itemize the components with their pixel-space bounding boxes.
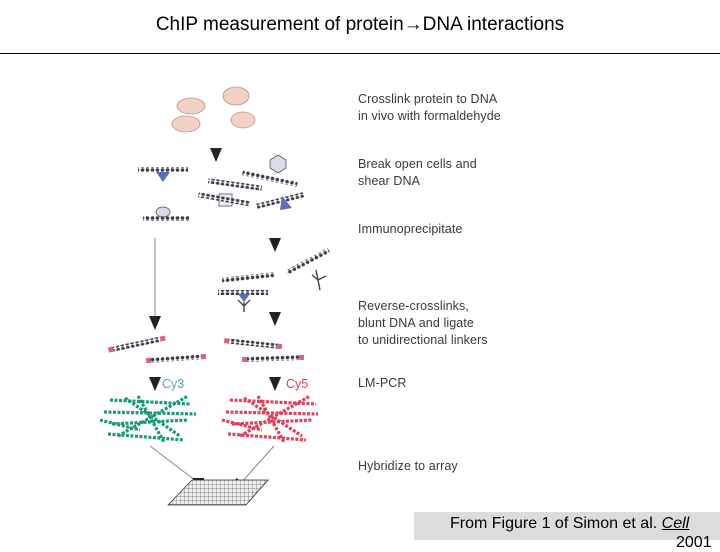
protein-blobs	[171, 86, 256, 133]
page-title: ChIP measurement of protein→DNA interact…	[155, 14, 565, 35]
citation-box: From Figure 1 of Simon et al. Cell 2001	[414, 512, 720, 551]
cy5-label: Cy5	[286, 377, 308, 391]
citation-text: From Figure 1 of Simon et al. Cell	[450, 515, 689, 533]
step-shear: Break open cells and shear DNA	[358, 157, 477, 188]
step-crosslink: Crosslink protein to DNA in vivo with fo…	[358, 92, 501, 123]
linker-ligation	[107, 335, 305, 364]
protein-blob	[230, 111, 256, 129]
step-hybridize: Hybridize to array	[358, 459, 458, 473]
antibody-icon	[311, 269, 327, 291]
citation-journal: Cell	[661, 515, 690, 532]
immunoprecipitation	[218, 238, 331, 326]
microarray-icon	[167, 479, 269, 506]
dna-fragment	[149, 354, 203, 363]
dna-fragment	[285, 248, 331, 276]
protein-blob	[176, 97, 206, 115]
citation-prefix: From Figure 1 of Simon et al.	[450, 515, 662, 532]
arrow-icon	[210, 148, 222, 162]
arrow-icon	[269, 377, 281, 391]
arrow-icon	[149, 316, 161, 330]
dna-fragment	[256, 192, 305, 209]
title-divider	[0, 53, 720, 54]
dna-fragment	[111, 336, 162, 352]
chip-workflow-diagram: Cy3 Cy5	[99, 86, 331, 506]
protein-blob	[171, 115, 201, 133]
dna-fragment	[245, 355, 301, 362]
cy3-amplified-dna	[99, 394, 197, 443]
step-reverse-crosslink: Reverse-crosslinks, blunt DNA and ligate…	[358, 299, 488, 347]
dna-fragment	[198, 192, 251, 207]
cy5-amplified-dna	[221, 394, 319, 443]
dna-fragment	[207, 178, 263, 191]
antibody-icon	[237, 299, 251, 312]
tag-protein	[280, 196, 292, 210]
arrow-icon	[269, 238, 281, 252]
hexagon-protein	[269, 154, 287, 174]
dna-fragment	[227, 338, 279, 349]
hybridization	[149, 445, 275, 506]
dna-fragment	[143, 216, 189, 221]
dna-fragment	[221, 272, 275, 283]
cy3-label: Cy3	[162, 377, 184, 391]
dna-fragment	[218, 290, 268, 295]
arrow-icon	[269, 312, 281, 326]
tag-protein	[238, 294, 250, 302]
sheared-dna	[138, 148, 305, 221]
step-lm-pcr: LM-PCR	[358, 376, 407, 390]
left-flow-arrow	[149, 238, 161, 330]
dna-fragment	[241, 170, 298, 187]
arrow-icon	[149, 377, 161, 391]
bound-protein	[155, 206, 171, 218]
dna-fragment	[138, 167, 188, 172]
citation-year: 2001	[676, 534, 712, 551]
protein-blob	[222, 86, 250, 106]
tag-protein	[156, 172, 170, 182]
step-immunoprecipitate: Immunoprecipitate	[358, 222, 463, 236]
